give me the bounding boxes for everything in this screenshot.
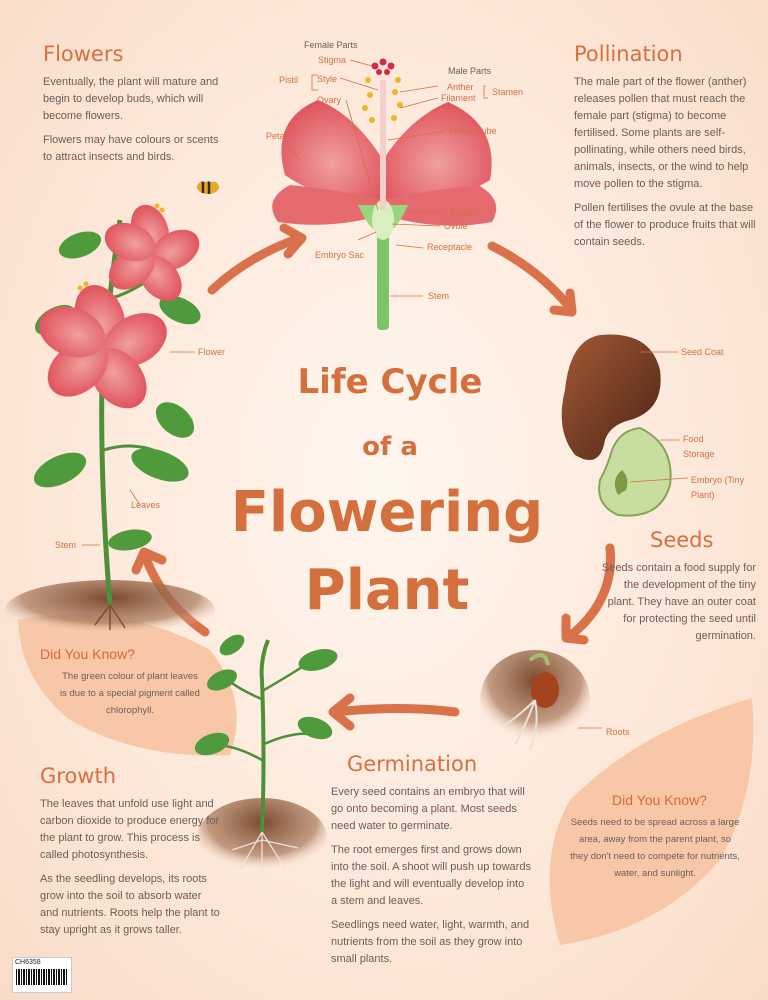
mature-plant-roots [94,604,126,630]
growth-p2: As the seedling develops, its roots grow… [40,873,220,936]
germinating-seed [480,650,602,751]
germination-p3: Seedlings need water, light, warmth, and… [331,919,530,965]
label-style: Style [317,74,338,84]
label-female-parts: Female Parts [304,40,358,50]
cross-section-style [380,80,386,210]
arrow-germination-to-growth [330,704,460,717]
seeds-text: Seeds contain a food supply for the deve… [596,560,756,652]
cross-section-stem [377,235,389,330]
seeds-heading: Seeds [650,528,714,552]
seed-embryo [614,470,628,495]
arrow-germination-to-growth-head [328,693,355,731]
title-line-3: Flowering [230,480,544,545]
mature-plant-flower-main [39,285,167,409]
label-food-storage: Food Storage [683,434,715,459]
growth-text: The leaves that unfold use light and car… [40,796,220,946]
bee [197,174,219,194]
dyk-left-leaf [18,614,237,756]
label-petal: Petal [266,131,287,141]
label-stem-flower: Stem [428,291,450,301]
label-plant-flower: Flower [198,347,226,357]
pollination-text: The male part of the flower (anther) rel… [574,74,756,258]
pollination-heading: Pollination [574,42,683,66]
mature-plant [5,203,215,640]
arrow-seeds-to-germination-head [561,613,589,645]
seed-coat-bean [561,334,661,460]
dyk-right-leaf [549,698,754,945]
product-code: CH6358 [15,959,41,966]
flower-cross-section [272,58,497,330]
label-anther: Anther [447,82,474,92]
germination-p1: Every seed contains an embryo that will … [331,786,525,832]
mature-plant-flower-top [104,204,200,302]
arrow-growth-to-flowers-head [131,547,167,575]
germination-heading: Germination [347,752,478,776]
label-pistil: Pistil [279,75,299,85]
pollination-p1: The male part of the flower (anther) rel… [574,76,749,190]
dyk-left-title: Did You Know? [40,646,135,662]
dyk-right-title: Did You Know? [612,792,707,808]
label-plant-leaves: Leaves [131,500,161,510]
cross-section-petal-left [281,100,383,205]
label-receptacle: Receptacle [427,242,473,252]
cross-section-petal-lower-right [383,185,497,226]
germination-text: Every seed contains an embryo that will … [331,784,531,975]
growth-heading: Growth [40,764,117,788]
label-male-parts: Male Parts [448,66,492,76]
seed-food-storage [598,426,672,517]
title-line-4: Plant [304,558,470,623]
cross-section-ovary [372,200,394,240]
arrow-flowers-to-pollination-head [279,223,307,259]
label-pollen-tube: Pollen Tube [449,126,497,136]
label-filament: Filament [441,93,476,103]
arrow-seeds-to-germination [565,543,615,641]
label-stamen: Stamen [492,87,524,97]
germination-p2: The root emerges first and grows down in… [331,844,531,907]
arrow-pollination-to-seeds [487,241,577,315]
label-sepal: Sepal [450,208,474,218]
seeds-p1: Seeds contain a food supply for the deve… [601,562,756,642]
cross-section-petal-lower-left [272,185,383,225]
flowers-p1: Eventually, the plant will mature and be… [43,76,219,122]
flowers-p2: Flowers may have colours or scents to at… [43,134,219,163]
pollination-p2: Pollen fertilises the ovule at the base … [574,202,756,248]
label-embryo-sac: Embryo Sac [315,250,365,260]
arrow-pollination-to-seeds-head [549,288,577,317]
label-seed-coat: Seed Coat [681,347,724,357]
dyk-left-text: The green colour of plant leaves is due … [60,671,200,716]
dyk-right-text: Seeds need to be spread across a large a… [570,817,740,879]
cross-section-anthers [362,77,403,123]
title-line-1: Life Cycle [297,362,483,402]
barcode: CH6358 [12,957,72,993]
flowers-text: Eventually, the plant will mature and be… [43,74,228,173]
label-plant-stem: Stem [55,540,77,550]
label-stigma: Stigma [318,55,347,65]
seedling [194,634,338,878]
label-roots: Roots [606,727,630,737]
cross-section-petal-right [383,102,492,205]
growth-p1: The leaves that unfold use light and car… [40,798,220,861]
label-ovary: Ovary [317,95,342,105]
flowers-heading: Flowers [43,42,124,66]
label-ovule: Ovule [444,221,468,231]
cross-section-stigma [371,58,395,75]
label-embryo: Embryo (Tiny Plant) [691,475,745,500]
title-line-2: of a [362,432,418,462]
seed-illustration [561,334,689,517]
arrow-flowers-to-pollination [207,233,305,295]
barcode-bars [16,969,68,985]
